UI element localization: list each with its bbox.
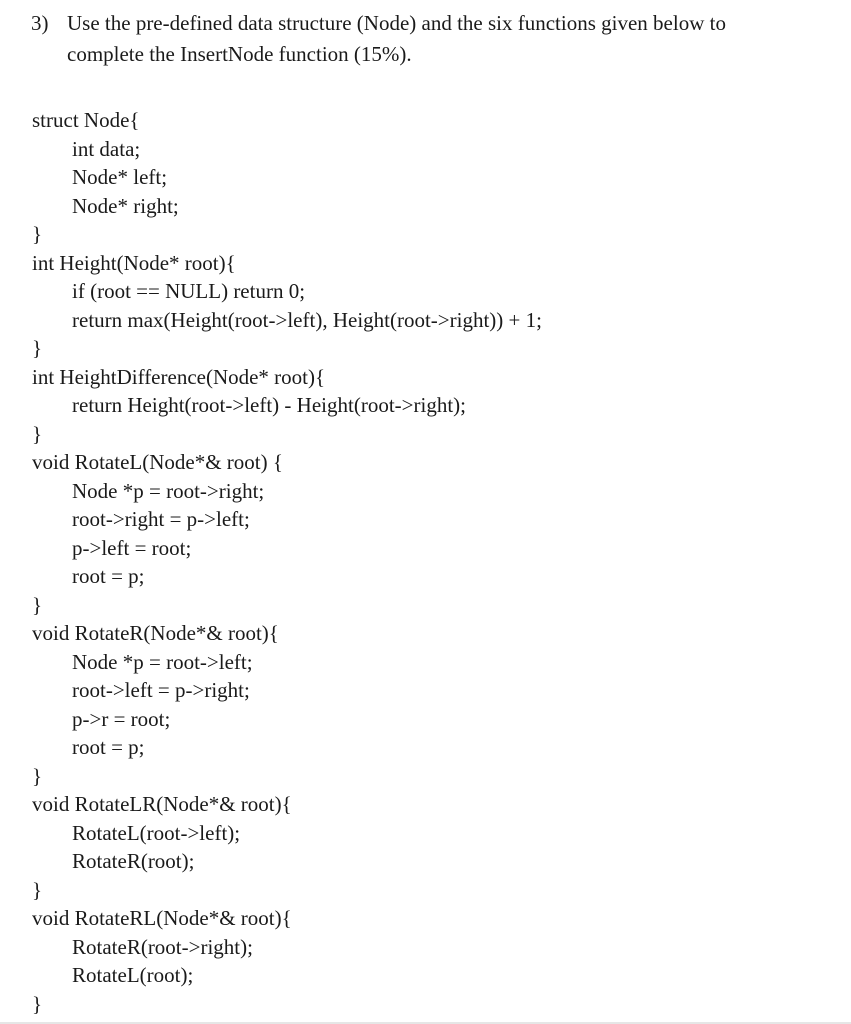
divider	[0, 1022, 851, 1024]
code-line: }	[32, 222, 43, 246]
code-line: void RotateRL(Node*& root){	[32, 906, 292, 930]
code-line: return Height(root->left) - Height(root-…	[72, 393, 466, 417]
code-line: int Height(Node* root){	[32, 250, 236, 275]
code-line: root = p;	[72, 735, 145, 759]
question-text-line-2: complete the InsertNode function (15%).	[67, 42, 412, 66]
code-line: root->right = p->left;	[72, 507, 250, 531]
code-line: RotateL(root->left);	[72, 820, 241, 845]
code-line: }	[32, 763, 43, 788]
code-line: root = p;	[72, 564, 145, 588]
code-line: Node *p = root->right;	[72, 478, 265, 503]
code-line: return max(Height(root->left), Height(ro…	[72, 307, 542, 332]
code-line: Node *p = root->left;	[72, 649, 253, 674]
code-line: void RotateL(Node*& root) {	[32, 450, 283, 474]
code-line: }	[32, 991, 43, 1016]
code-line: RotateL(root);	[72, 963, 194, 987]
code-line: Node* right;	[72, 193, 179, 218]
code-line: struct Node{	[32, 108, 140, 132]
code-line: Node* left;	[72, 165, 168, 189]
code-line: if (root == NULL) return 0;	[72, 279, 306, 303]
code-line: void RotateLR(Node*& root){	[32, 792, 292, 816]
code-line: p->left = root;	[72, 535, 192, 560]
code-line: int data;	[72, 136, 141, 161]
code-line: }	[32, 592, 43, 617]
code-line: }	[32, 877, 43, 902]
code-line: RotateR(root->right);	[72, 934, 253, 959]
code-line: p->r = root;	[72, 706, 171, 731]
code-line: int HeightDifference(Node* root){	[32, 364, 326, 389]
code-line: }	[32, 336, 43, 360]
code-line: }	[32, 421, 43, 446]
question-number: 3)	[31, 11, 49, 35]
code-line: void RotateR(Node*& root){	[32, 621, 279, 645]
question-text-line-1: Use the pre-defined data structure (Node…	[67, 11, 726, 35]
code-line: root->left = p->right;	[72, 678, 250, 702]
code-line: RotateR(root);	[72, 849, 195, 873]
